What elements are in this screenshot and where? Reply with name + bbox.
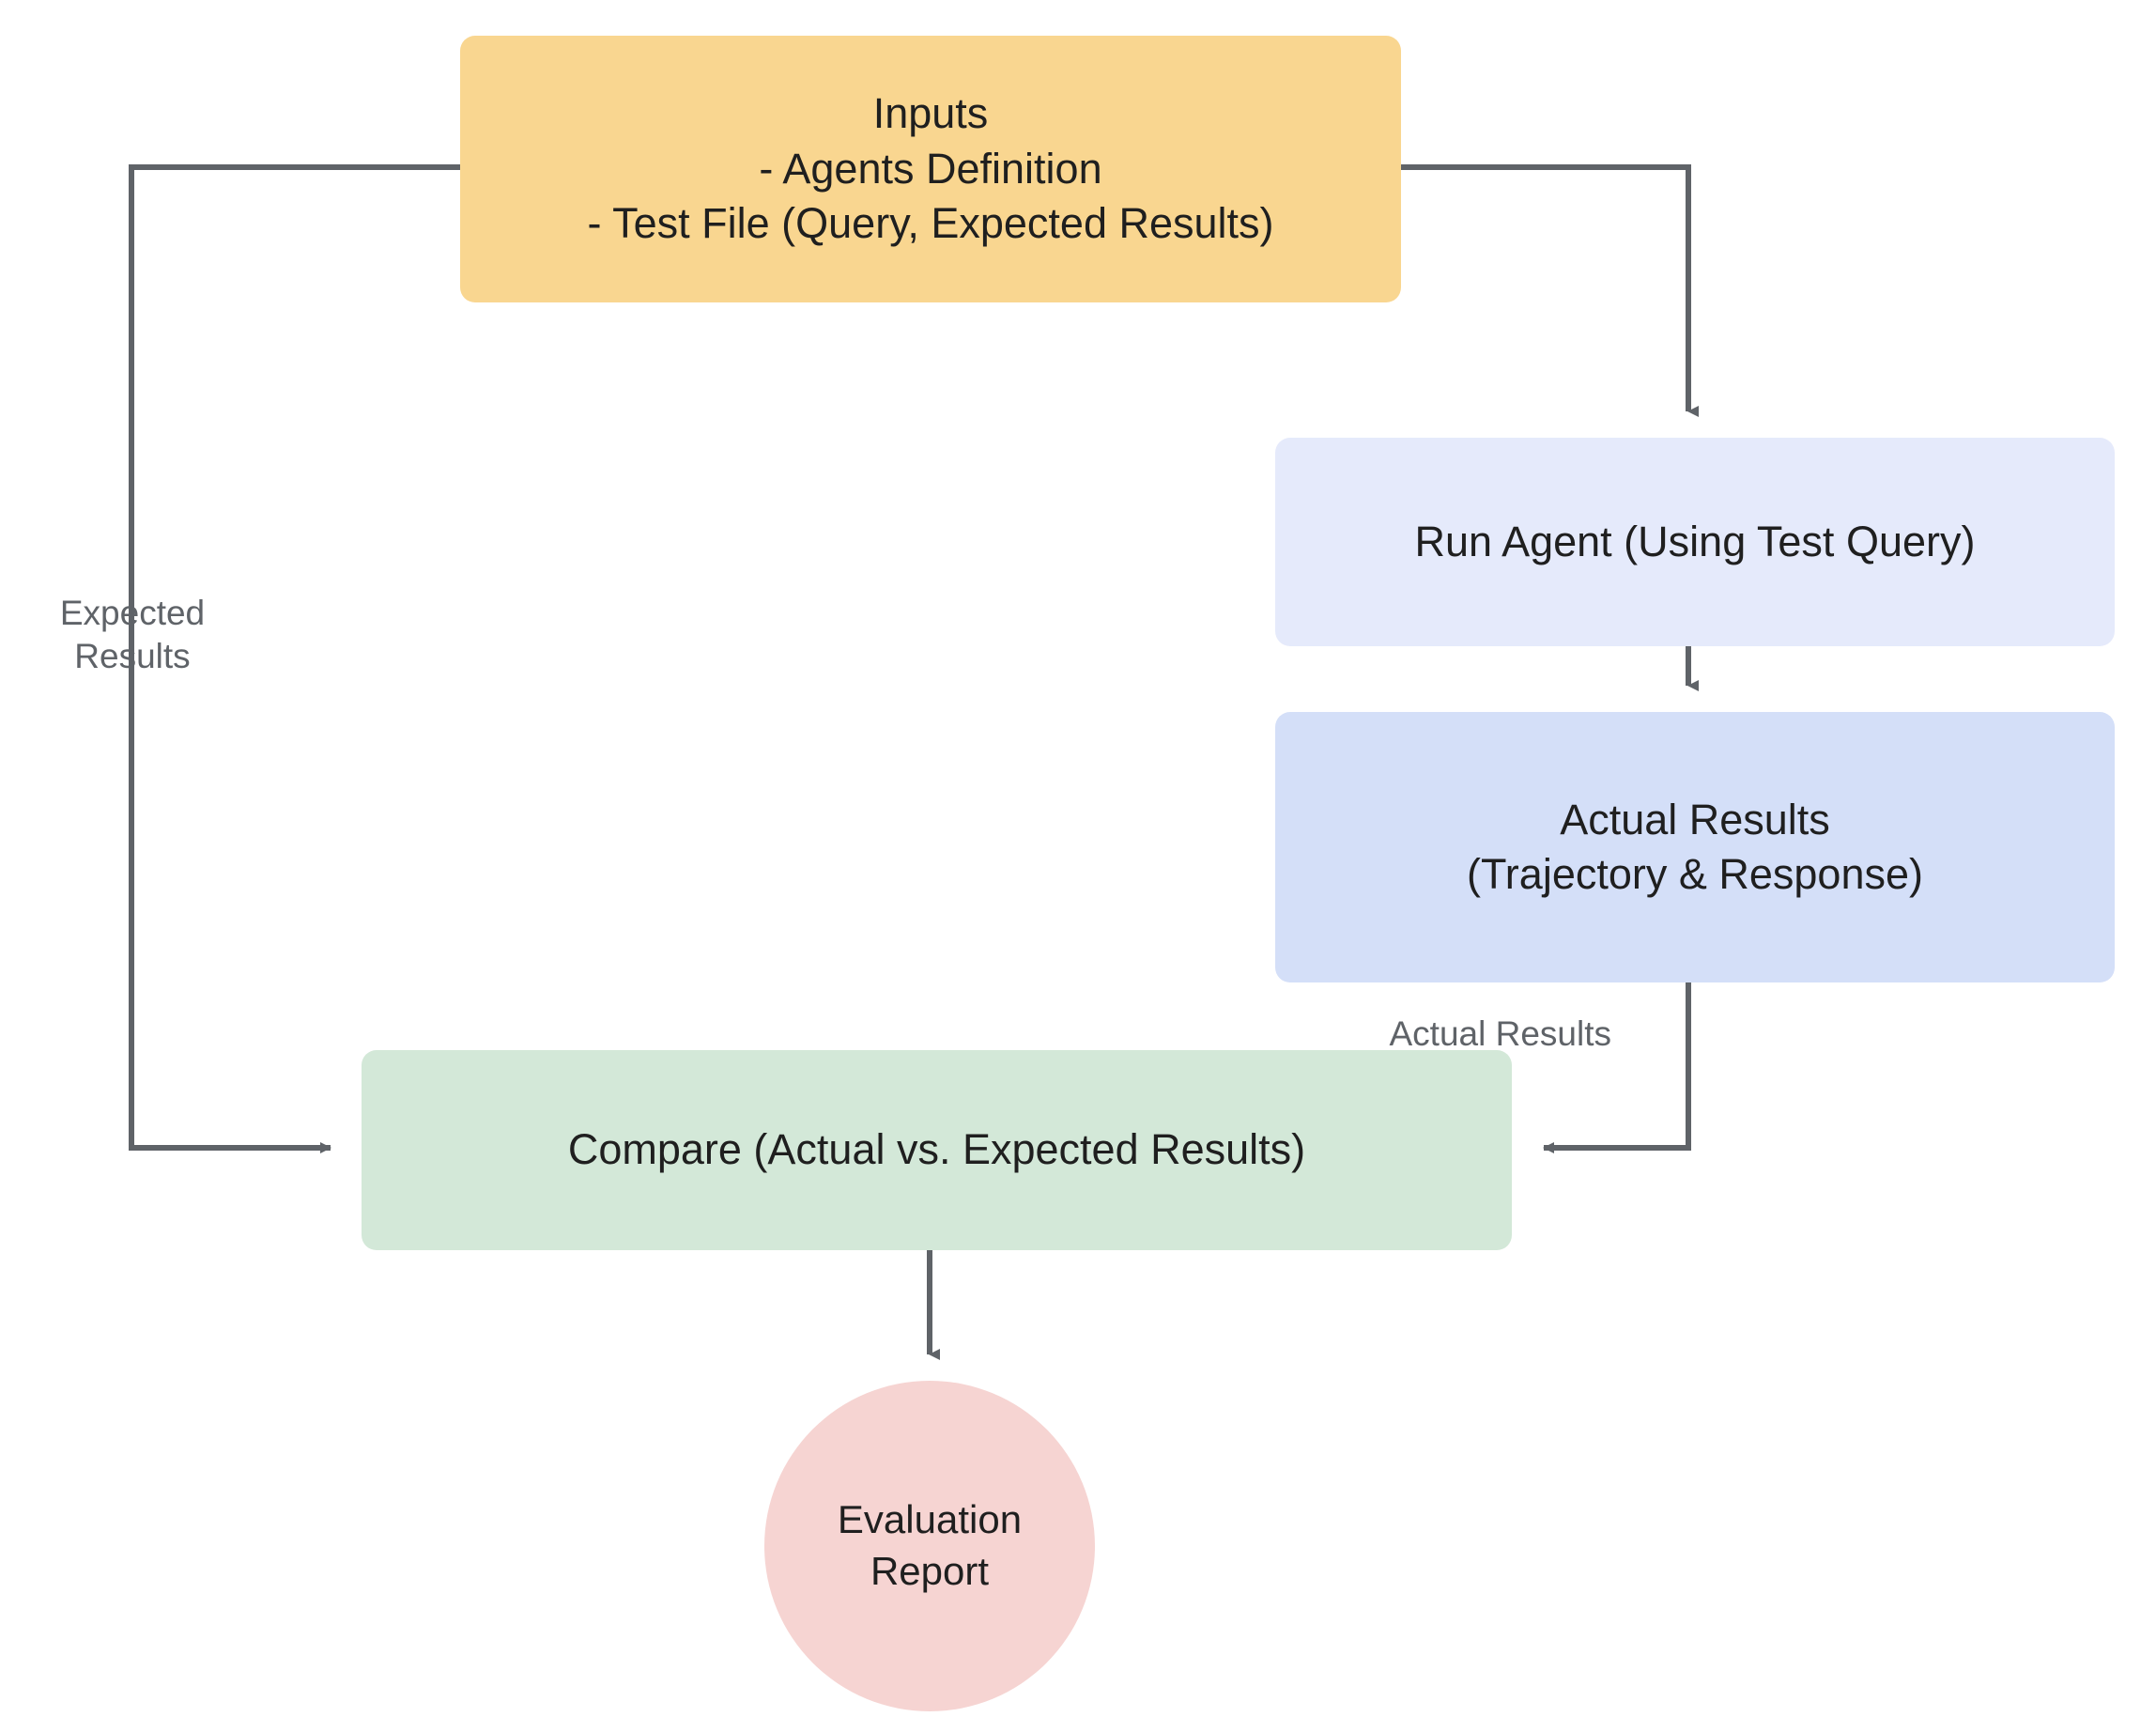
node-compare[interactable]: Compare (Actual vs. Expected Results) [362, 1050, 1512, 1250]
node-compare-label: Compare (Actual vs. Expected Results) [567, 1125, 1306, 1174]
edge-label-expected-results: Expected Results [59, 594, 206, 676]
edge-inputs-to-run-agent [1401, 164, 1699, 417]
edge-inputs-to-compare [129, 164, 460, 1153]
edge-actual-results-to-compare [1543, 982, 1691, 1153]
node-inputs-label: Inputs - Agents Definition - Test File (… [587, 89, 1274, 248]
node-evaluation-report-label: Evaluation Report [837, 1497, 1023, 1593]
node-run-agent[interactable]: Run Agent (Using Test Query) [1275, 438, 2115, 646]
node-inputs[interactable]: Inputs - Agents Definition - Test File (… [460, 36, 1401, 302]
node-evaluation-report[interactable]: Evaluation Report [764, 1381, 1095, 1711]
node-actual-results-label: Actual Results (Trajectory & Response) [1467, 795, 1923, 899]
node-run-agent-label: Run Agent (Using Test Query) [1414, 517, 1976, 565]
node-actual-results[interactable]: Actual Results (Trajectory & Response) [1275, 712, 2115, 982]
